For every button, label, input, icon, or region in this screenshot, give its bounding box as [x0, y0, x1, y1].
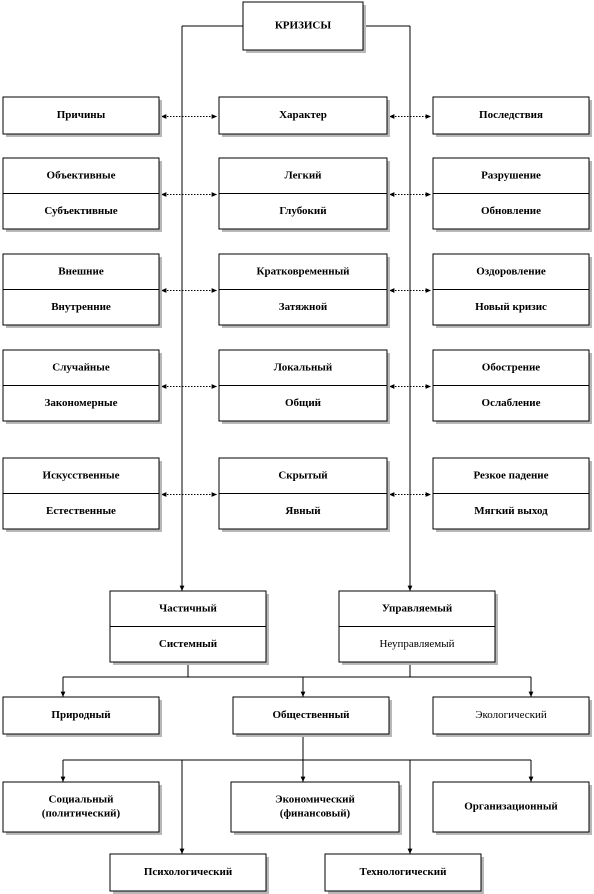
ecological-box-frame [432, 696, 590, 735]
natural-box-label: Природный [51, 709, 111, 721]
row-2-col-3-label-bottom: Обновление [481, 205, 541, 217]
row-3-col-3-label-bottom: Новый кризис [475, 301, 547, 313]
row-4-col-1-label-top: Случайные [52, 361, 110, 373]
causes-row-col-3-label: Последствия [479, 109, 543, 121]
root-box: КРИЗИСЫ [242, 1, 366, 53]
row-2-col-2-label-top: Легкий [284, 169, 322, 181]
causes-row-col-2: Характер [218, 96, 390, 137]
causes-row-col-2-label: Характер [279, 109, 327, 121]
row-3-col-2-label-top: Кратковременный [256, 265, 350, 277]
row-5-col-3-label-top: Резкое падение [473, 469, 548, 481]
row-4-col-3-label-bottom: Ослабление [482, 397, 541, 409]
row-4-col-2-label-top: Локальный [274, 361, 333, 373]
technological-box-label: Технологический [360, 866, 448, 878]
technological-box-frame [324, 853, 482, 892]
row-2-col-2-label-bottom: Глубокий [279, 205, 327, 217]
psychological-box-frame [109, 853, 267, 892]
partial-box-label-bottom: Системный [159, 638, 218, 650]
economic-box-label-line1: Экономический [275, 794, 355, 806]
root-box-label: КРИЗИСЫ [275, 20, 332, 32]
row-2-col-3-label-top: Разрушение [481, 169, 541, 181]
row-5-col-3-label-bottom: Мягкий выход [474, 505, 548, 517]
ecological-box: Экологический [432, 696, 592, 737]
causes-row-col-1: Причины [2, 96, 162, 137]
socialpolitical-box-frame [2, 781, 160, 833]
row-2-col-1-label-top: Объективные [47, 169, 116, 181]
natural-box-frame [2, 696, 160, 735]
row-3-col-1-label-top: Внешние [58, 265, 104, 277]
ecological-box-label: Экологический [475, 709, 547, 721]
row-3-col-1-label-bottom: Внутренние [51, 301, 111, 313]
technological-box: Технологический [324, 853, 484, 894]
organizational-box: Организационный [432, 781, 592, 835]
causes-row-col-3-frame [432, 96, 590, 135]
row-4-col-3-label-top: Обострение [482, 361, 541, 373]
organizational-box-frame [432, 781, 590, 833]
controlled-box-label-bottom: Неуправляемый [379, 638, 454, 650]
natural-box: Природный [2, 696, 162, 737]
economic-box-frame [230, 781, 400, 833]
row-3-col-2-label-bottom: Затяжной [279, 301, 328, 313]
row-3-col-3-label-top: Оздоровление [476, 265, 546, 277]
social-box-frame [232, 696, 390, 735]
psychological-box-label: Психологический [144, 866, 233, 878]
causes-row-col-2-frame [218, 96, 388, 135]
row-2-col-1-label-bottom: Субъективные [44, 205, 117, 217]
row-5-col-1-label-top: Искусственные [43, 469, 120, 481]
row-5-col-2-label-bottom: Явный [285, 505, 321, 517]
socialpolitical-box-label-line1: Социальный [49, 794, 115, 806]
row-4-col-2-label-bottom: Общий [285, 397, 322, 409]
socialpolitical-box-label-line2: (политический) [42, 808, 121, 820]
row-5-col-1-label-bottom: Естественные [46, 505, 116, 517]
connectors [60, 25, 534, 854]
economic-box: Экономический (финансовый) [230, 781, 402, 835]
row-4-col-1-label-bottom: Закономерные [45, 397, 118, 409]
partial-box-label-top: Частичный [159, 602, 217, 614]
causes-row-col-1-frame [2, 96, 160, 135]
causes-row-col-1-label: Причины [57, 109, 106, 121]
causes-row-col-3: Последствия [432, 96, 592, 137]
social-box-label: Общественный [272, 709, 350, 721]
social-box: Общественный [232, 696, 392, 737]
controlled-box-label-top: Управляемый [382, 602, 453, 614]
psychological-box: Психологический [109, 853, 269, 894]
economic-box-label-line2: (финансовый) [280, 808, 351, 820]
organizational-box-label: Организационный [464, 801, 558, 813]
socialpolitical-box: Социальный (политический) [2, 781, 162, 835]
row-5-col-2-label-top: Скрытый [278, 469, 328, 481]
root-box-frame [242, 1, 364, 51]
